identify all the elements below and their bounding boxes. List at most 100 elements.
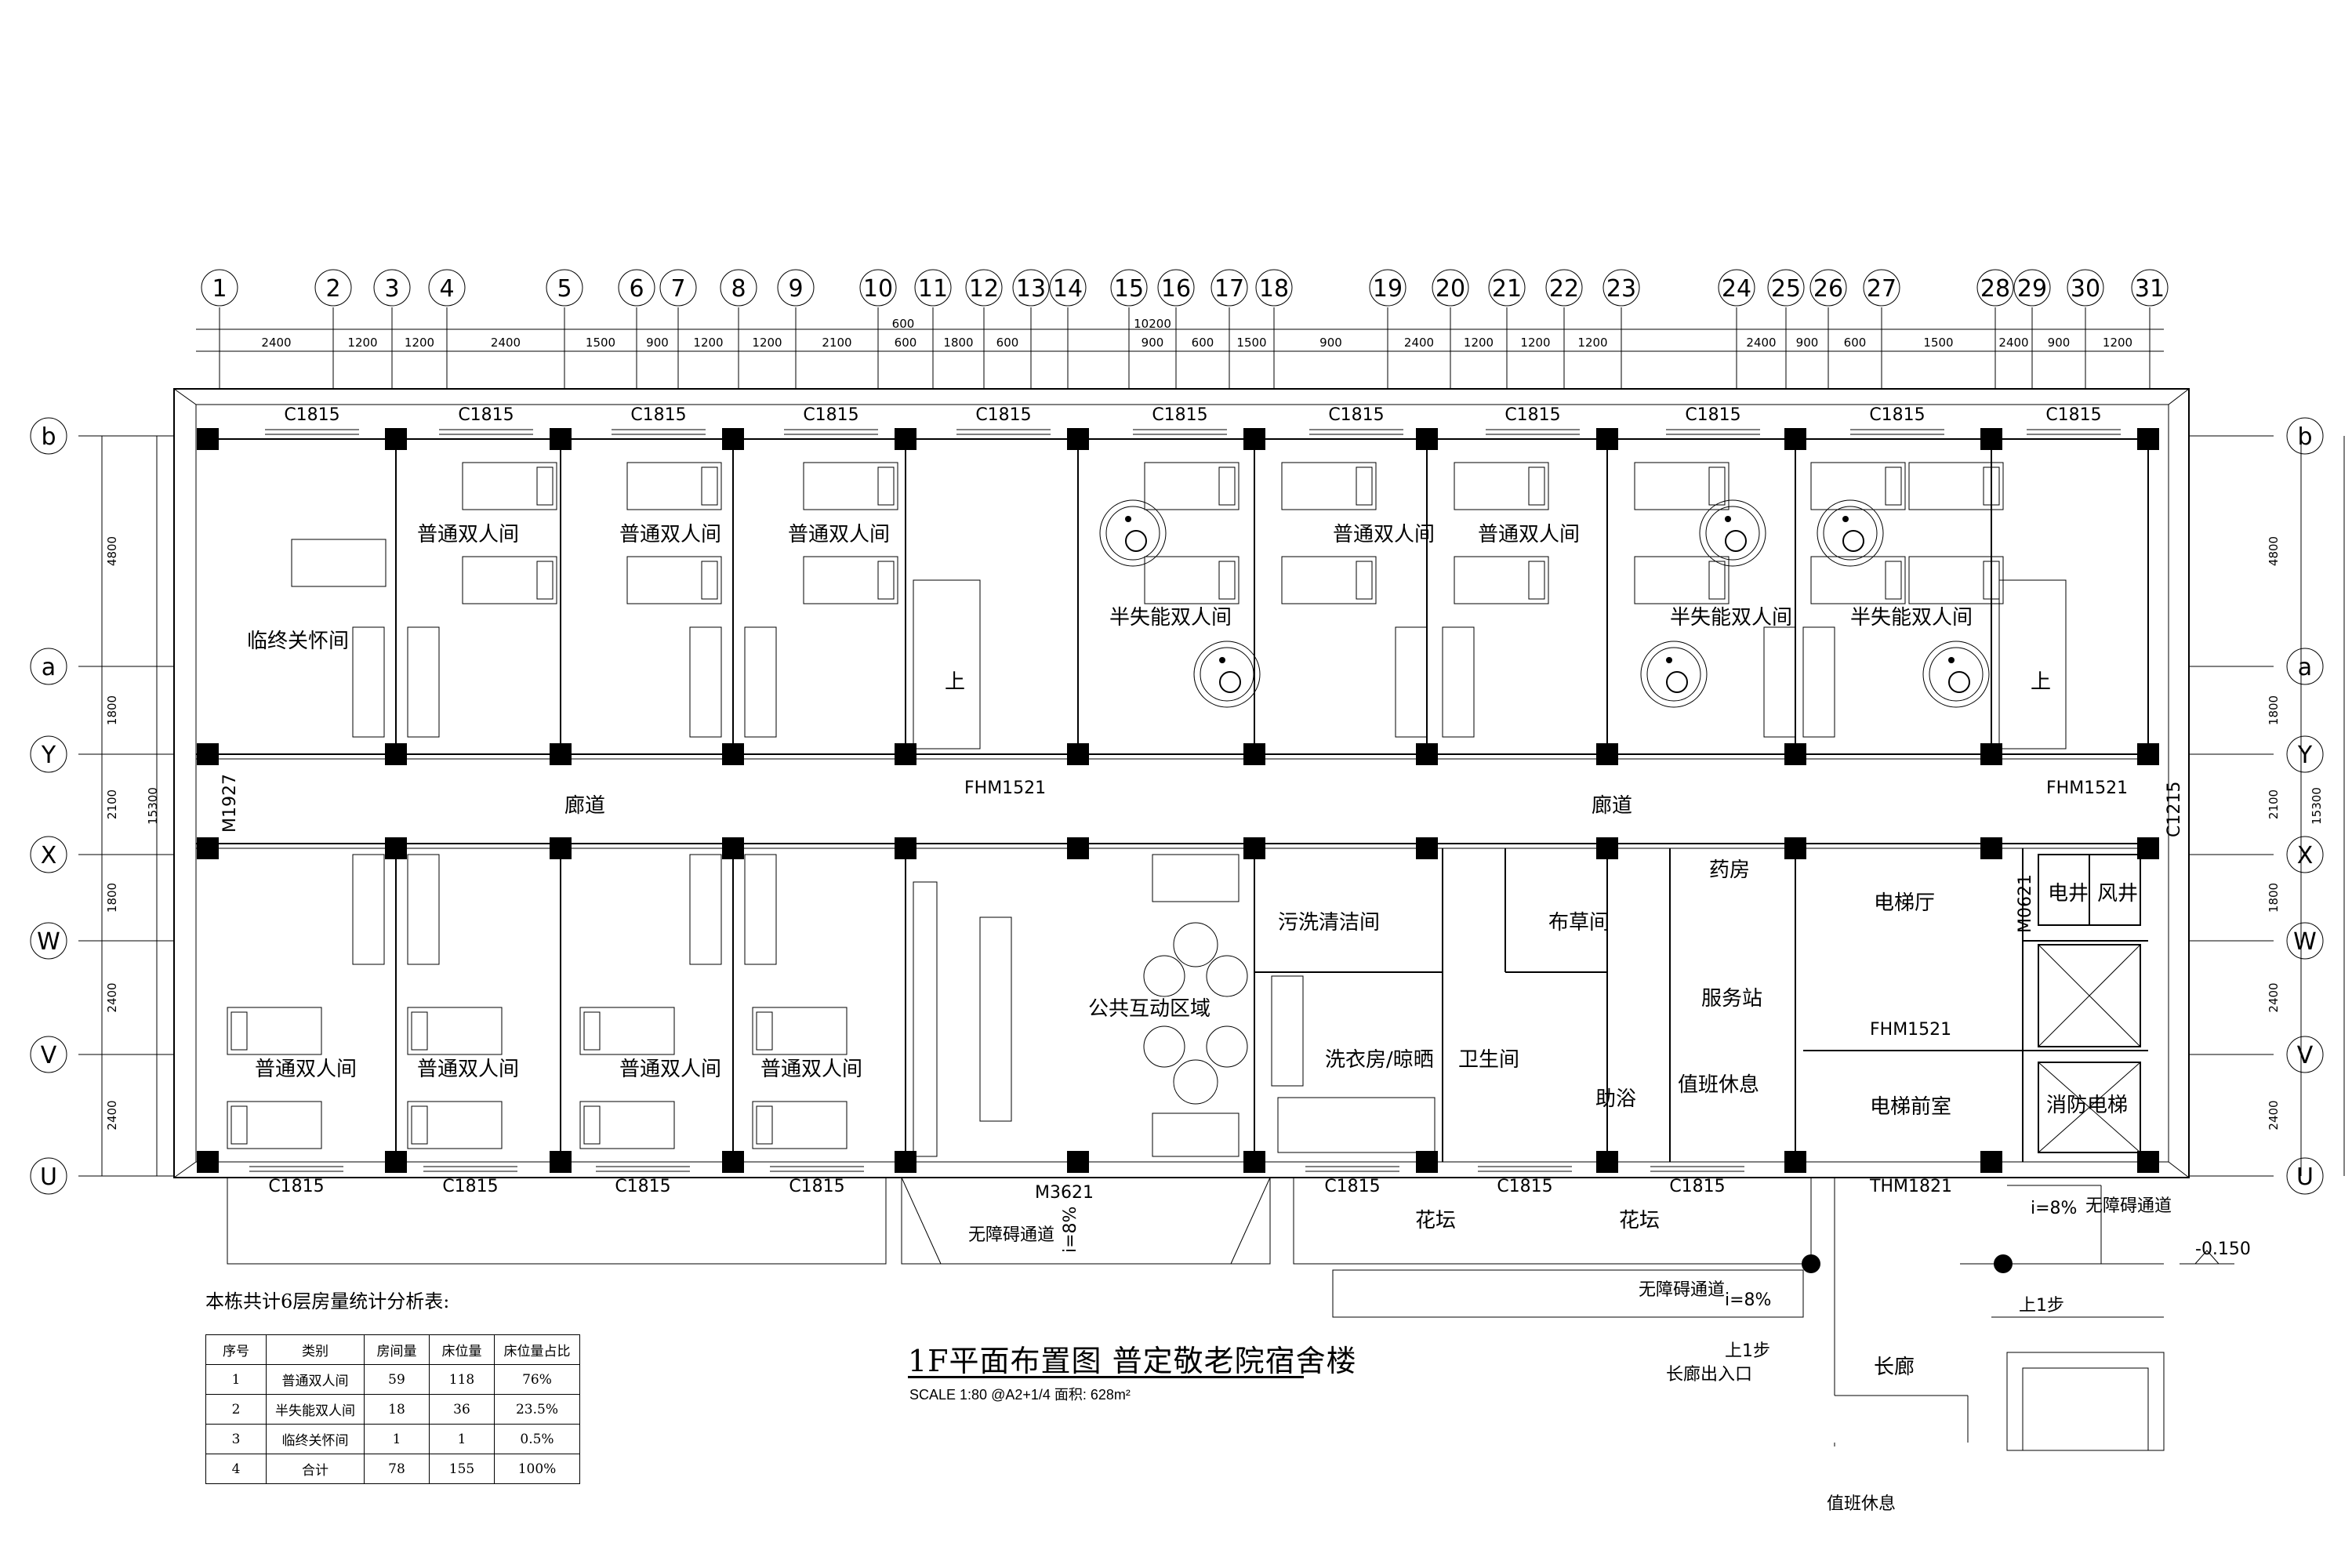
bed-pillow <box>1708 561 1726 600</box>
room-label-flower-bed-2: 花坛 <box>1619 1209 1660 1232</box>
grid-bubble <box>2286 648 2324 685</box>
grid-bubble <box>1545 269 1583 307</box>
table-header-cell: 床位量占比 <box>494 1334 580 1365</box>
column <box>550 837 572 859</box>
window-label-top: C1815 <box>458 405 514 425</box>
grid-axis-label: 19 <box>1373 275 1403 303</box>
grid-bubble <box>2286 417 2324 455</box>
grid-bubble <box>1157 269 1195 307</box>
grid-bubble <box>2131 269 2169 307</box>
room-label-standard-5: 普通双人间 <box>1478 523 1580 546</box>
window-label-bottom: C1815 <box>1324 1177 1380 1196</box>
column <box>1596 428 1618 450</box>
grid-bubble <box>30 648 67 685</box>
top-grid-axes: 1240021200312004240051500690071200812009… <box>196 269 2169 389</box>
door-label-fhm1521-lobby: FHM1521 <box>1870 1020 1951 1040</box>
grid-axis-label: 10 <box>863 275 893 303</box>
window-label-top: C1815 <box>1504 405 1560 425</box>
column <box>895 743 916 765</box>
dimension-label: 900 <box>1319 336 1342 350</box>
grid-axis-label: 17 <box>1214 275 1244 303</box>
window-label-bottom: C1815 <box>442 1177 498 1196</box>
table-cell: 18 <box>364 1394 430 1425</box>
dimension-label: 1800 <box>105 695 119 725</box>
bed-pillow <box>1218 561 1236 600</box>
table-cell: 0.5% <box>494 1424 580 1454</box>
room-label-hospice: 临终关怀间 <box>247 630 349 653</box>
room-label-electric-shaft: 电井 <box>2048 882 2089 906</box>
door-label-thm1821: THM1821 <box>1869 1177 1952 1196</box>
room-label-fire-elevator: 消防电梯 <box>2046 1094 2128 1117</box>
bed-pillow <box>230 1105 248 1145</box>
grid-axis-label: b <box>2297 423 2312 451</box>
grid-axis-label: 26 <box>1813 275 1843 303</box>
grid-axis-label: 20 <box>1436 275 1465 303</box>
wheelchair-wheel <box>1948 671 1970 693</box>
window-label-top: C1815 <box>1328 405 1384 425</box>
grid-axis-label: U <box>2296 1163 2314 1191</box>
window-label-bottom: C1815 <box>789 1177 844 1196</box>
grid-bubble <box>314 269 352 307</box>
column <box>550 428 572 450</box>
grid-bubble <box>1718 269 1755 307</box>
dimension-label: 2400 <box>491 336 521 350</box>
table-cell: 118 <box>429 1364 495 1395</box>
bed-pillow <box>411 1011 428 1051</box>
wheelchair-icon-inner <box>1646 647 1701 702</box>
dimension-label: 900 <box>1796 336 1819 350</box>
table-cell: 1 <box>364 1424 430 1454</box>
ramp-slope-front: i=8% <box>1061 1207 1080 1253</box>
table-cell: 59 <box>364 1364 430 1395</box>
wheelchair-wheel <box>1666 671 1688 693</box>
grid-bubble <box>777 269 815 307</box>
room-labels: 临终关怀间 普通双人间 普通双人间 普通双人间 半失能双人间 普通双人间 普通双… <box>247 523 2138 1379</box>
bed <box>1810 556 1906 604</box>
dimension-label: 4800 <box>2267 536 2281 566</box>
table-cell: 36 <box>429 1394 495 1425</box>
bed-pillow <box>536 466 554 506</box>
room-label-standard-3: 普通双人间 <box>788 523 890 546</box>
bed <box>1281 556 1377 604</box>
table-row: 3 临终关怀间 1 1 0.5% <box>205 1424 580 1454</box>
grid-bubble <box>1488 269 1526 307</box>
door-label-fhm1521-east: FHM1521 <box>2046 779 2128 798</box>
bed-pillow <box>1885 466 1902 506</box>
grid-axis-label: 21 <box>1492 275 1522 303</box>
table-row: 4 合计 78 155 100% <box>205 1454 580 1484</box>
window-label-bottom: C1815 <box>1497 1177 1552 1196</box>
grid-axis-label: Y <box>41 742 56 769</box>
bed-pillow <box>701 561 718 600</box>
grid-axis-label: 6 <box>629 275 644 303</box>
column <box>197 743 219 765</box>
column <box>197 837 219 859</box>
table-header-cell: 房间量 <box>364 1334 430 1365</box>
wheelchair-icon <box>1640 641 1708 708</box>
column <box>385 1151 407 1173</box>
door-labels: FHM1521 FHM1521 FHM1521 M3621 THM1821 M1… <box>220 774 2184 1203</box>
grid-axis-label: a <box>2298 654 2312 681</box>
column <box>1416 1151 1438 1173</box>
bed-pillow <box>701 466 718 506</box>
wheelchair-head <box>1842 516 1849 522</box>
bed <box>752 1007 848 1055</box>
grid-axis-label: U <box>40 1163 57 1191</box>
room-label-standard-2: 普通双人间 <box>619 523 721 546</box>
column <box>1596 837 1618 859</box>
bed <box>752 1101 848 1149</box>
column <box>722 743 744 765</box>
table-cell: 155 <box>429 1454 495 1484</box>
grid-bubble <box>30 1036 67 1073</box>
table-cell: 78 <box>364 1454 430 1484</box>
dimension-label: 600 <box>996 336 1019 350</box>
column <box>1243 837 1265 859</box>
dimension-label: 2400 <box>1404 336 1434 350</box>
ramp-label-side: 无障碍通道 <box>1639 1280 1725 1300</box>
window-label-top: C1815 <box>975 405 1031 425</box>
grid-bubble <box>1863 269 1900 307</box>
column <box>1067 837 1089 859</box>
grid-bubble <box>1767 269 1805 307</box>
grid-axis-label: 1 <box>212 275 227 303</box>
column <box>1596 1151 1618 1173</box>
grid-bubble <box>1809 269 1847 307</box>
